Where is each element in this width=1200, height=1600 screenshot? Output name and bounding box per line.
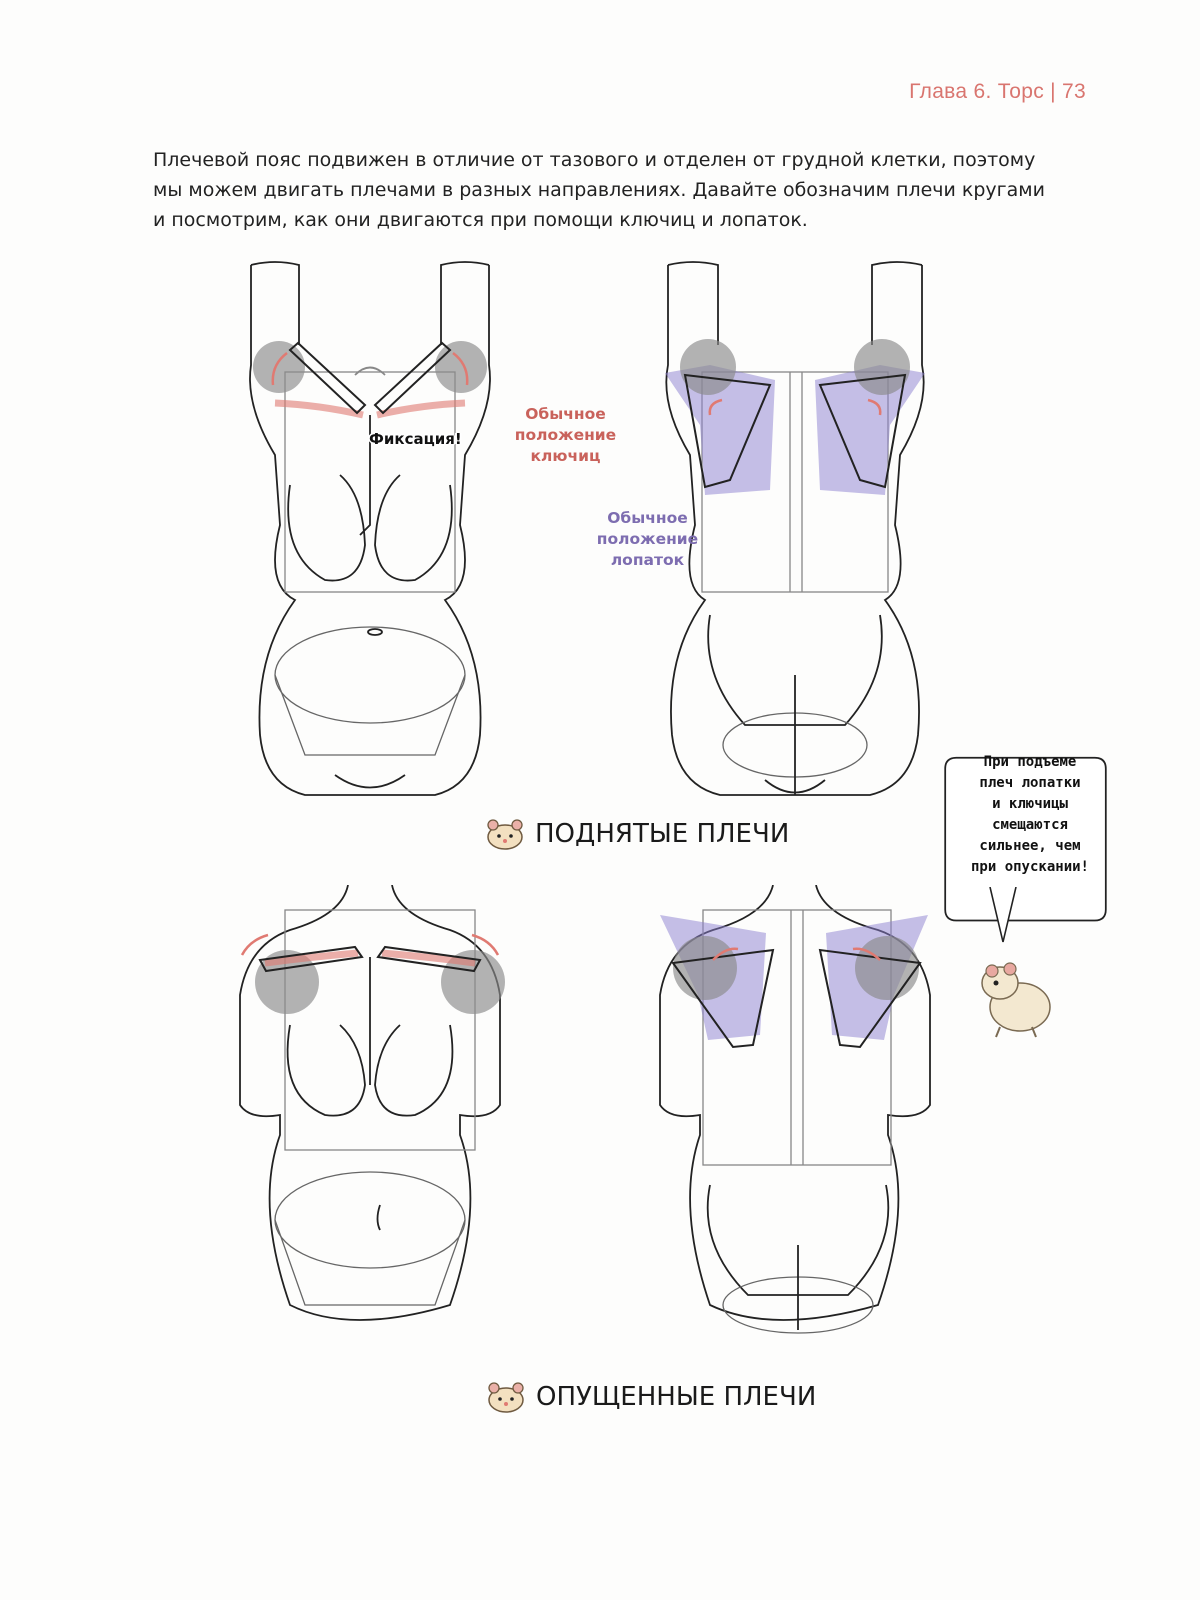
speech-bubble-tail <box>989 887 1017 943</box>
raised-shoulders-caption: ПОДНЯТЫЕ ПЛЕЧИ <box>485 818 789 850</box>
bubble-line: При подъеме <box>983 754 1077 770</box>
bubble-line: сильнее, чем <box>979 838 1081 854</box>
hamster-face-icon <box>488 1382 524 1413</box>
back-lowered-figure <box>648 885 943 1335</box>
scapula-label-line: положение <box>596 530 699 548</box>
chapter-header: Глава 6. Торс | 73 <box>909 80 1086 103</box>
intro-line: Плечевой пояс подвижен в отличие от тазо… <box>153 149 1036 171</box>
fixation-label: Фиксация! <box>369 430 462 448</box>
clavicle-label-line: положение <box>514 426 617 444</box>
lowered-shoulders-caption: ОПУЩЕННЫЕ ПЛЕЧИ <box>486 1381 816 1413</box>
intro-paragraph: Плечевой пояс подвижен в отличие от тазо… <box>153 145 1053 235</box>
scapula-label-line: Обычное <box>607 509 688 527</box>
intro-line: и посмотрим, как они двигаются при помощ… <box>153 209 808 231</box>
caption-text: ОПУЩЕННЫЕ ПЛЕЧИ <box>536 1382 817 1412</box>
bubble-line: плеч лопатки <box>979 775 1081 791</box>
speech-bubble <box>944 756 1107 922</box>
caption-text: ПОДНЯТЫЕ ПЛЕЧИ <box>535 819 790 849</box>
bubble-line: смещаются <box>992 817 1068 833</box>
bubble-text: При подъеме плеч лопатки и ключицы смеща… <box>958 752 1102 878</box>
bubble-line: при опускании! <box>970 859 1089 875</box>
hamster-mascot-icon <box>981 962 1051 1038</box>
front-raised-figure <box>235 255 505 805</box>
clavicle-position-label: Обычное положение ключиц <box>508 404 623 467</box>
bubble-line: и ключицы <box>992 796 1068 812</box>
front-lowered-figure <box>230 885 510 1335</box>
clavicle-label-line: Обычное <box>525 405 606 423</box>
back-raised-figure <box>650 255 940 805</box>
clavicle-label-line: ключиц <box>530 447 601 465</box>
scapula-position-label: Обычное положение лопаток <box>590 508 705 571</box>
intro-line: мы можем двигать плечами в разных направ… <box>153 179 1045 201</box>
scapula-label-line: лопаток <box>610 551 685 569</box>
hamster-face-icon <box>487 819 523 850</box>
